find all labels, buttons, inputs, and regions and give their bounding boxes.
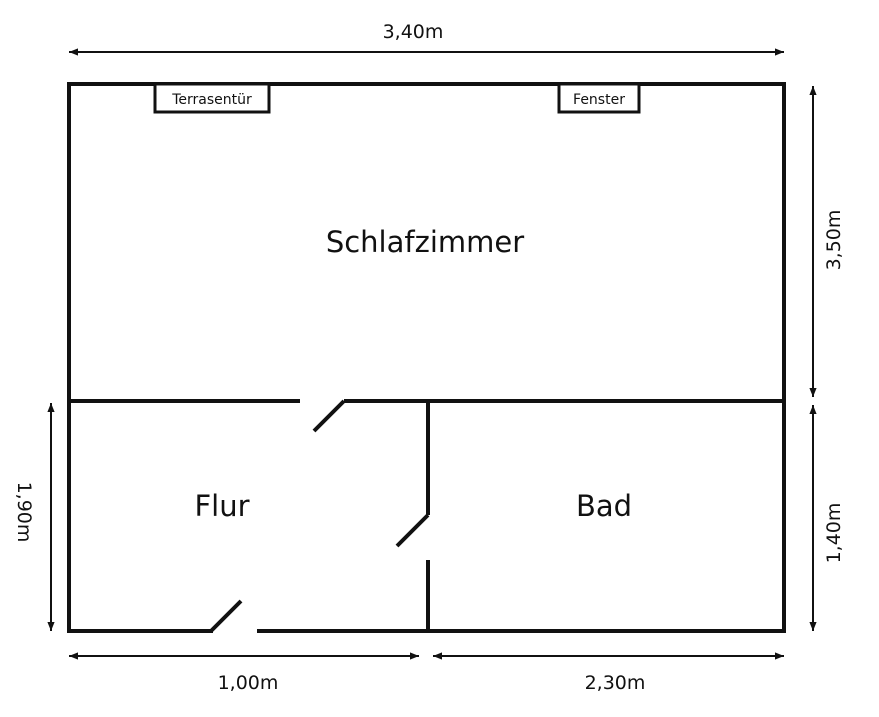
terrace-door-box <box>153 82 271 114</box>
door-swing-bath <box>395 513 430 548</box>
room-label-bathroom: Bad <box>576 489 632 523</box>
dimension-label-right-upper: 3,50m <box>823 210 845 271</box>
terrace-door-label: Terrasentür <box>171 92 252 108</box>
outer-walls <box>67 82 786 633</box>
dimension-label-bottom-right: 2,30m <box>585 672 646 694</box>
room-label-hallway: Flur <box>194 489 249 523</box>
door-swing-entrance <box>209 599 243 633</box>
dimension-label-right-lower: 1,40m <box>823 503 845 564</box>
room-label-bedroom: Schlafzimmer <box>326 225 524 259</box>
entrance-gap <box>213 626 257 636</box>
dimension-label-left-lower: 1,90m <box>13 482 35 543</box>
door-swing-bedroom <box>312 399 346 433</box>
window-label: Fenster <box>573 92 625 108</box>
dimension-label-top: 3,40m <box>383 21 444 43</box>
window-box <box>557 82 641 114</box>
dimension-label-bottom-left: 1,00m <box>218 672 279 694</box>
